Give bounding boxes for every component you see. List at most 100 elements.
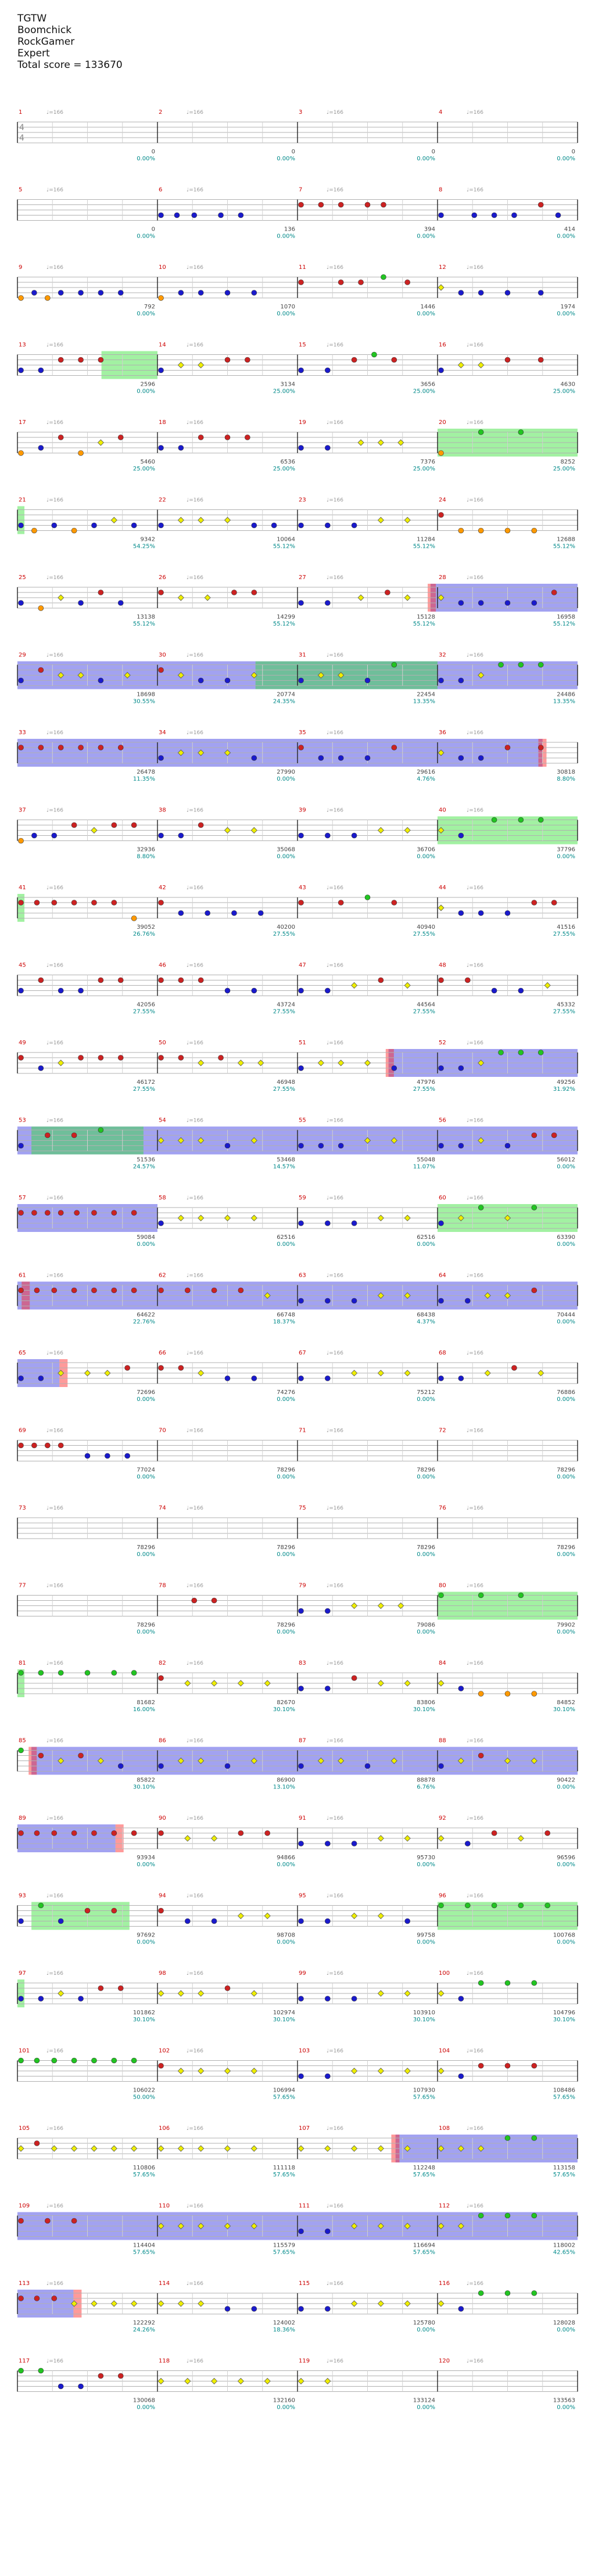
note-yellow [198,1757,205,1765]
note-yellow [131,2145,138,2152]
measure-score: 78296 [137,1544,155,1551]
measure-percent: 0.00% [137,1396,155,1403]
note-yellow [177,2145,184,2152]
note-red [298,745,304,750]
measure-score: 78296 [557,1544,575,1551]
note-blue [438,677,444,684]
note-green [504,2135,511,2141]
measure-score: 414 [564,227,575,233]
measure-score: 116694 [413,2243,435,2249]
note-blue [458,755,464,761]
note-yellow [264,1292,271,1299]
note-blue [178,832,184,839]
note-red [158,977,164,983]
note-blue [38,367,44,373]
note-green [18,1670,24,1676]
note-yellow [351,2067,358,2075]
note-red [98,1985,104,1991]
measure-number: 73 [19,1505,26,1511]
note-red [18,1055,24,1061]
measure-percent: 0.00% [277,156,295,162]
note-yellow [404,1292,411,1299]
note-blue [218,212,224,218]
note-blue [324,1841,331,1846]
measure-number: 9 [19,264,22,271]
note-yellow [324,2145,331,2152]
note-yellow [457,1215,464,1221]
note-yellow [317,1059,324,1066]
note-red [117,1985,124,1991]
measure-number: 94 [159,1893,166,1899]
note-blue [58,1918,64,1924]
note-blue [51,522,58,529]
measure-number: 103 [299,2048,310,2054]
note-green [491,1902,497,1909]
note-green [478,1592,484,1598]
note-yellow [351,2300,358,2307]
note-red [117,745,124,750]
measure-percent: 0.00% [417,854,435,860]
note-yellow [351,982,358,989]
note-yellow [184,1835,191,1842]
measure-percent: 0.00% [137,1629,155,1636]
note-blue [231,910,237,916]
note-red [158,1830,164,1836]
note-yellow [351,2222,358,2230]
measure-score: 110806 [133,2165,155,2171]
note-orange [18,450,24,456]
note-red [45,1132,51,1138]
note-green [438,1902,444,1909]
measure-percent: 0.00% [137,389,155,395]
measure-number: 105 [19,2125,30,2132]
measure-percent: 4.76% [417,776,435,782]
measure-number: 42 [159,885,166,891]
note-yellow [224,1215,231,1221]
measure-number: 43 [299,885,306,891]
time-signature-bottom: 4 [19,134,24,143]
measure-percent: 57.65% [133,2250,155,2256]
measure-score: 62516 [417,1234,435,1241]
measure-score: 49256 [557,1079,575,1086]
measure-score: 27990 [277,769,295,775]
measure-score: 78296 [417,1467,435,1474]
note-red [117,2373,124,2379]
measure-percent: 13.35% [413,699,435,705]
note-green [498,662,504,668]
difficulty-label: Expert [17,48,50,59]
note-blue [178,290,184,296]
measure-number: 32 [439,652,446,659]
measure-percent: 0.00% [417,1474,435,1481]
measure-number: 87 [299,1738,306,1744]
measure-score: 64622 [137,1312,155,1318]
note-yellow [377,2145,384,2152]
measure-score: 394 [424,227,435,233]
note-blue [224,987,231,994]
tempo-marker: ♩=166 [46,1118,63,1124]
measure-percent: 0.00% [417,233,435,240]
note-yellow [224,2145,231,2152]
tempo-marker: ♩=166 [467,498,483,504]
tempo-marker: ♩=166 [467,1273,483,1279]
note-blue [211,1918,217,1924]
note-blue [38,445,44,451]
measure-number: 100 [439,1970,450,1977]
measure-percent: 55.12% [553,621,575,627]
note-blue [464,1298,471,1304]
measure-number: 20 [439,419,446,426]
total-score: Total score = 133670 [17,59,123,71]
tempo-marker: ♩=166 [46,2126,63,2132]
measure-score: 45332 [557,1002,575,1008]
note-green [491,817,497,823]
note-blue [324,832,331,839]
note-blue [351,1220,357,1226]
note-red [158,590,164,595]
note-yellow [250,1215,257,1221]
note-yellow [250,2222,257,2230]
tempo-marker: ♩=166 [467,420,483,426]
measure-number: 52 [439,1040,446,1046]
note-blue [18,1143,24,1149]
note-red [74,1210,80,1216]
measure-score: 1974 [561,304,575,310]
note-yellow [364,1137,371,1144]
measure-percent: 0.00% [557,2327,575,2333]
